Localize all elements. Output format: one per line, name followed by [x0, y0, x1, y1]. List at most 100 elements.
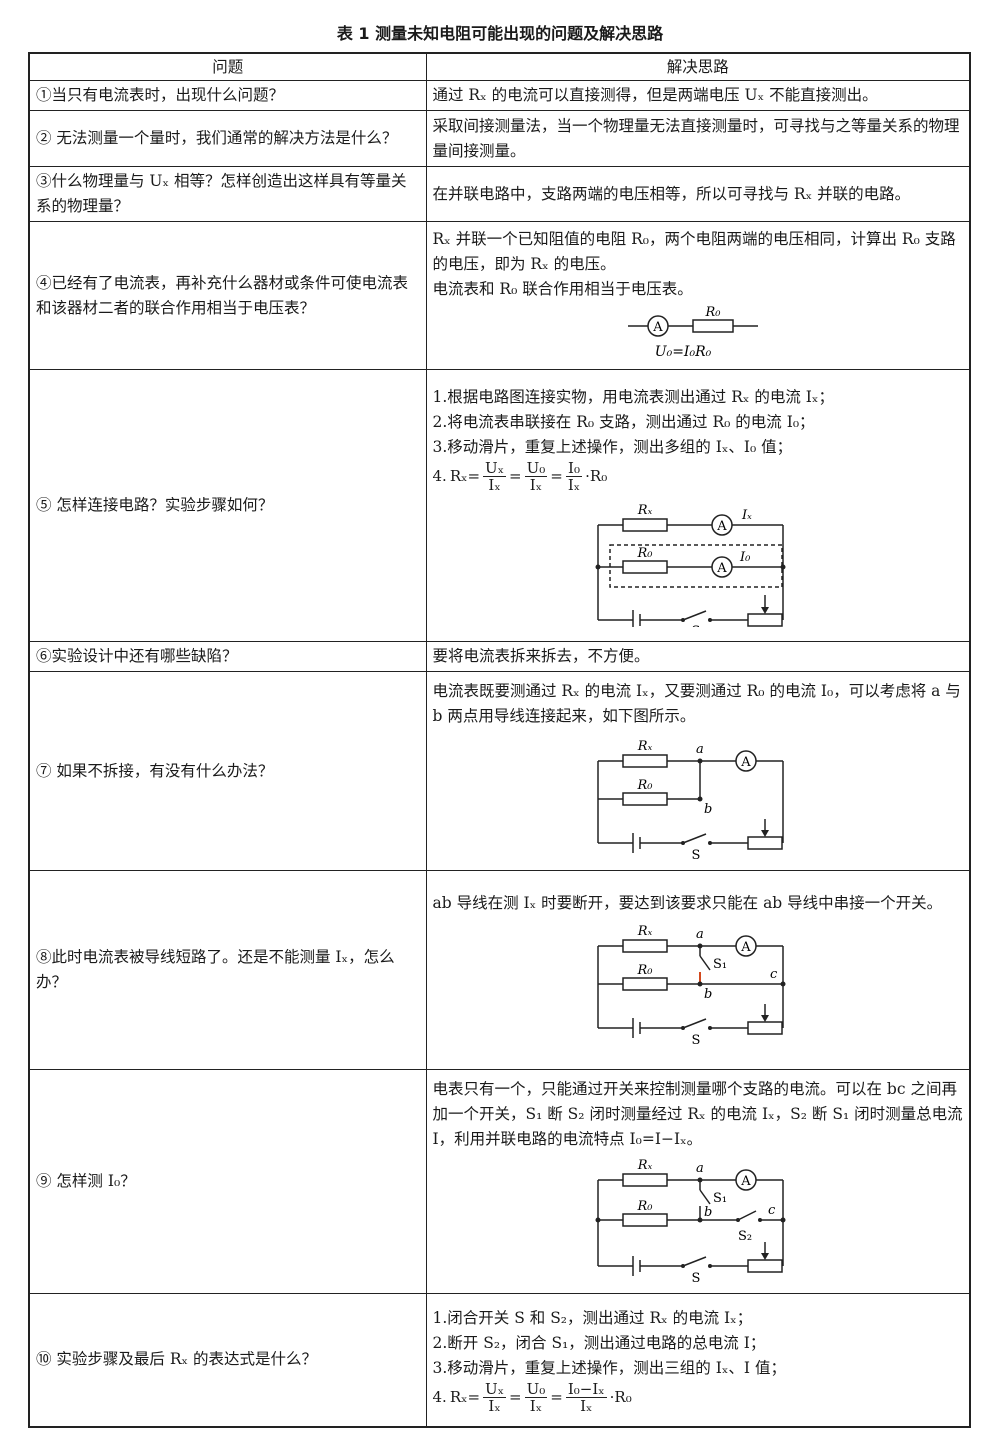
fraction-denominator: Iₓ [580, 1396, 593, 1415]
node-a-label: a [696, 1161, 704, 1176]
question-cell: ⑩ 实验步骤及最后 Rₓ 的表达式是什么？ [28, 1293, 427, 1427]
switch-s-label: S [691, 1271, 700, 1286]
circuit-diagram-5: A A Rₓ R₀ Iₓ I₀ S [595, 503, 786, 627]
solution-cell: 要将电流表拆来拆去，不方便。 [425, 641, 971, 672]
table-row: ①当只有电流表时，出现什么问题？ 通过 Rₓ 的电流可以直接测得，但是两端电压 … [28, 80, 971, 111]
question-cell: ⑤ 怎样连接电路？实验步骤如何？ [28, 369, 427, 642]
formula-tail: ·R₀ [609, 1387, 632, 1406]
solution-cell: 1.根据电路图连接实物，用电流表测出通过 Rₓ 的电流 Iₓ； 2.将电流表串联… [425, 369, 971, 642]
solution-cell: Rₓ 并联一个已知阻值的电阻 R₀，两个电阻两端的电压相同，计算出 R₀ 支路的… [425, 221, 971, 370]
node-c-label: c [768, 1203, 776, 1218]
ammeter-label: A [740, 940, 751, 955]
question-cell: ④已经有了电流表，再补充什么器材或条件可使电流表和该器材二者的联合作用相当于电压… [28, 221, 427, 370]
solution-line: Rₓ 并联一个已知阻值的电阻 R₀，两个电阻两端的电压相同，计算出 R₀ 支路的… [432, 230, 956, 273]
ammeter-label: A [740, 1174, 751, 1189]
u0-equation: U₀=I₀R₀ [655, 344, 712, 360]
switch-s-label: S [691, 1033, 700, 1048]
node-b-label: b [704, 802, 712, 817]
switch-s-label: S [691, 848, 700, 863]
table-row: ⑩ 实验步骤及最后 Rₓ 的表达式是什么？ 1.闭合开关 S 和 S₂，测出通过… [28, 1293, 971, 1427]
fraction-denominator: Iₓ [529, 475, 543, 494]
r0-label: R₀ [704, 305, 721, 320]
question-cell: ② 无法测量一个量时，我们通常的解决方法是什么？ [28, 110, 427, 167]
node-c-label: c [770, 967, 778, 982]
solution-cell: ab 导线在测 Iₓ 时要断开，要达到该要求只能在 ab 导线中串接一个开关。 [425, 870, 971, 1070]
header-question: 问题 [28, 52, 427, 81]
rx-label: Rₓ [637, 503, 653, 518]
solution-cell: 1.闭合开关 S 和 S₂，测出通过 Rₓ 的电流 Iₓ； 2.断开 S₂，闭合… [425, 1293, 971, 1427]
fraction-denominator: Iₓ [488, 1396, 501, 1415]
table-row: ② 无法测量一个量时，我们通常的解决方法是什么？ 采取间接测量法，当一个物理量无… [28, 110, 971, 167]
solution-cell: 通过 Rₓ 的电流可以直接测得，但是两端电压 Uₓ 不能直接测出。 [425, 80, 971, 111]
problem-solution-table: 问题 解决思路 ①当只有电流表时，出现什么问题？ 通过 Rₓ 的电流可以直接测得… [28, 52, 971, 1428]
ammeter-label: A [716, 519, 727, 534]
switch-s-label: S [691, 624, 700, 627]
equals-sign: = [509, 1387, 522, 1406]
table-caption: 表 1 测量未知电阻可能出现的问题及解决思路 [336, 24, 664, 43]
ammeter-label: A [740, 755, 751, 770]
node-b-label: b [704, 1205, 712, 1220]
fraction-denominator: Iₓ [567, 475, 581, 494]
solution-cell: 在并联电路中，支路两端的电压相等，所以可寻找与 Rₓ 并联的电路。 [425, 166, 971, 222]
ix-label: Iₓ [741, 508, 752, 523]
fraction-numerator: I₀−Iₓ [565, 1379, 607, 1398]
node-a-label: a [696, 742, 704, 757]
table-row: ④已经有了电流表，再补充什么器材或条件可使电流表和该器材二者的联合作用相当于电压… [28, 221, 971, 370]
question-cell: ⑥实验设计中还有哪些缺陷？ [28, 641, 427, 672]
ammeter-label: A [652, 320, 663, 335]
solution-line: 在并联电路中，支路两端的电压相等，所以可寻找与 Rₓ 并联的电路。 [432, 184, 911, 203]
solution-line: 3.移动滑片，重复上述操作，测出多组的 Iₓ、I₀ 值； [432, 437, 793, 456]
header-row: 问题 解决思路 [28, 52, 971, 81]
r0-label: R₀ [636, 778, 653, 793]
ammeter-resistor-diagram: A R₀ U₀=I₀R₀ [627, 305, 758, 360]
fraction-denominator: Iₓ [529, 1396, 543, 1415]
r0-label: R₀ [636, 963, 653, 978]
fraction-numerator: I₀ [566, 458, 582, 477]
equals-sign: = [550, 466, 563, 485]
question-cell: ⑦ 如果不拆接，有没有什么办法？ [28, 671, 427, 871]
fraction-denominator: Iₓ [488, 475, 501, 494]
solution-cell: 电流表既要测通过 Rₓ 的电流 Iₓ，又要测通过 R₀ 的电流 I₀，可以考虑将… [425, 671, 971, 871]
solution-line: 要将电流表拆来拆去，不方便。 [432, 647, 650, 665]
formula-prefix: 4. [432, 466, 447, 485]
switch-s1-label: S₁ [713, 1191, 727, 1206]
solution-cell: 采取间接测量法，当一个物理量无法直接测量时，可寻找与之等量关系的物理量间接测量。 [425, 110, 971, 167]
equals-sign: = [509, 466, 522, 485]
table-row: ⑦ 如果不拆接，有没有什么办法？ 电流表既要测通过 Rₓ 的电流 Iₓ，又要测通… [28, 671, 971, 871]
solution-line: 采取间接测量法，当一个物理量无法直接测量时，可寻找与之等量关系的物理量间接测量。 [432, 116, 960, 160]
solution-line: 电流表和 R₀ 联合作用相当于电压表。 [432, 280, 693, 298]
rx-label: Rₓ [637, 739, 653, 754]
fraction-numerator: U₀ [524, 458, 548, 477]
equals-sign: = [550, 1387, 563, 1406]
solution-line: 3.移动滑片，重复上述操作，测出三组的 Iₓ、I 值； [432, 1358, 786, 1377]
solution-line: 通过 Rₓ 的电流可以直接测得，但是两端电压 Uₓ 不能直接测出。 [432, 86, 878, 104]
solution-line: 1.根据电路图连接实物，用电流表测出通过 Rₓ 的电流 Iₓ； [432, 387, 835, 406]
solution-cell: 电表只有一个，只能通过开关来控制测量哪个支路的电流。可以在 bc 之间再加一个开… [425, 1069, 971, 1294]
solution-line: 1.闭合开关 S 和 S₂，测出通过 Rₓ 的电流 Iₓ； [432, 1308, 753, 1327]
table-row: ③什么物理量与 Uₓ 相等？怎样创造出这样具有等量关系的物理量？ 在并联电路中，… [28, 166, 971, 222]
circuit-diagram-8: A Rₓ R₀ a b c S₁ S [597, 924, 786, 1048]
table-row: ⑧此时电流表被导线短路了。还是不能测量 Iₓ，怎么办？ ab 导线在测 Iₓ 时… [28, 870, 971, 1070]
table-row: ⑥实验设计中还有哪些缺陷？ 要将电流表拆来拆去，不方便。 [28, 641, 971, 672]
circuit-diagram-9: A Rₓ R₀ a b c S₁ S₂ S [595, 1158, 786, 1286]
ammeter-label: A [716, 561, 727, 576]
formula-tail: ·R₀ [585, 466, 608, 485]
node-b-label: b [704, 987, 712, 1002]
formula-lhs: Rₓ= [449, 1387, 481, 1406]
solution-line: ab 导线在测 Iₓ 时要断开，要达到该要求只能在 ab 导线中串接一个开关。 [432, 893, 943, 912]
question-cell: ⑧此时电流表被导线短路了。还是不能测量 Iₓ，怎么办？ [28, 870, 427, 1070]
i0-label: I₀ [739, 550, 751, 565]
switch-s2-label: S₂ [738, 1229, 752, 1244]
question-cell: ③什么物理量与 Uₓ 相等？怎样创造出这样具有等量关系的物理量？ [28, 166, 427, 222]
rx-label: Rₓ [637, 924, 653, 939]
fraction-numerator: U₀ [524, 1379, 548, 1398]
solution-line: 2.将电流表串联接在 R₀ 支路，测出通过 R₀ 的电流 I₀； [432, 412, 815, 431]
